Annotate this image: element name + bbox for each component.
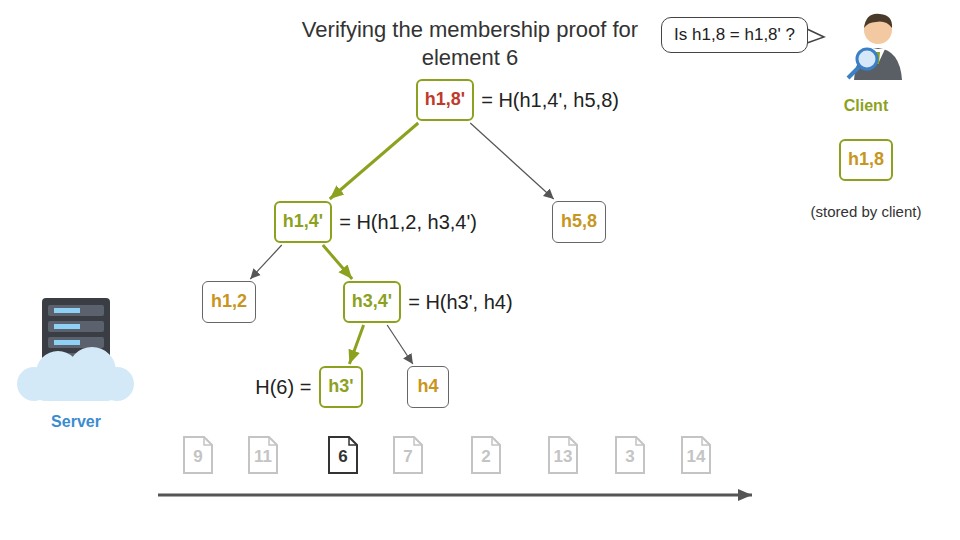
proof-path-arrow	[349, 325, 363, 364]
document-fold	[636, 437, 644, 445]
proof-hash-box: h5,8	[552, 201, 606, 243]
hash-formula: = H(h1,4', h5,8)	[481, 88, 619, 112]
element-document: 11	[248, 436, 278, 474]
node-text: 9	[193, 447, 202, 467]
cloud	[17, 347, 134, 401]
recomputed-hash-box: h1,4'	[274, 201, 332, 243]
element-document: 2	[471, 436, 501, 474]
document-fold	[569, 437, 577, 445]
tree-arrow	[387, 325, 413, 364]
server-icon	[17, 298, 134, 401]
root-hash-box: h1,8'	[416, 79, 474, 121]
client-icon	[848, 14, 902, 80]
node-text: 3	[625, 447, 634, 467]
document-shape	[329, 437, 357, 473]
element-document: 14	[681, 436, 711, 474]
note: (stored by client)	[811, 203, 922, 221]
hash-formula: = H(h3', h4)	[408, 290, 512, 314]
element-document: 7	[393, 436, 423, 474]
server-light	[54, 340, 80, 345]
node-text: 11	[254, 447, 272, 467]
actor-name: Client	[844, 96, 888, 115]
diagram-title: Verifying the membership proof for eleme…	[300, 16, 640, 71]
document-shape	[682, 437, 710, 473]
node-text: h1,8	[848, 149, 884, 171]
recomputed-hash-box: h3,4'	[343, 281, 401, 323]
node-text: 2	[481, 447, 490, 467]
document-shape	[549, 437, 577, 473]
node-text: 13	[554, 447, 573, 467]
speech-bubble: Is h1,8 = h1,8' ?	[661, 17, 808, 53]
tree-arrow	[470, 123, 553, 199]
magnifier-glass	[857, 49, 877, 69]
document-shape	[249, 437, 277, 473]
client-body	[854, 48, 902, 80]
node-text: h1,2	[211, 291, 247, 313]
order-arrow	[158, 494, 752, 497]
document-fold	[269, 437, 277, 445]
node-text: h3,4'	[352, 291, 392, 313]
document-fold	[349, 437, 357, 445]
proof-hash-box: h1,2	[202, 281, 256, 323]
proof-hash-box: h4	[407, 366, 449, 408]
node-text: h3'	[328, 376, 353, 398]
server-light	[54, 308, 80, 313]
actor-name: Server	[51, 412, 101, 431]
server-light	[54, 324, 80, 329]
node-text: h1,8'	[425, 89, 465, 111]
server-slot	[48, 337, 104, 348]
element-document: 13	[548, 436, 578, 474]
hash-formula: = H(h1,2, h3,4')	[339, 210, 477, 234]
node-text: 6	[338, 447, 347, 467]
magnifier-handle	[848, 67, 859, 78]
node-text: Is h1,8 = h1,8' ?	[674, 25, 795, 45]
client-hair	[864, 14, 892, 28]
document-shape	[472, 437, 500, 473]
node-text: h1,4'	[283, 211, 323, 233]
proof-path-arrow	[323, 245, 352, 279]
document-shape	[184, 437, 212, 473]
document-shape	[394, 437, 422, 473]
proof-path-arrow	[330, 123, 418, 199]
recomputed-hash-box: h3'	[319, 366, 362, 408]
node-text: h4	[417, 376, 438, 398]
document-fold	[492, 437, 500, 445]
node-text: 7	[403, 447, 412, 467]
node-text: 14	[687, 447, 706, 467]
element-document: 3	[615, 436, 645, 474]
bubble-tail	[807, 29, 824, 43]
element-document: 6	[328, 436, 358, 474]
document-fold	[414, 437, 422, 445]
element-document: 9	[183, 436, 213, 474]
server-slot	[48, 321, 104, 332]
document-fold	[702, 437, 710, 445]
document-fold	[204, 437, 212, 445]
document-shape	[616, 437, 644, 473]
node-text: h5,8	[561, 211, 597, 233]
tree-arrow	[250, 245, 281, 279]
stored-root-box: h1,8	[839, 139, 893, 181]
hash-formula: H(6) =	[255, 375, 311, 399]
server-slot	[48, 305, 104, 316]
